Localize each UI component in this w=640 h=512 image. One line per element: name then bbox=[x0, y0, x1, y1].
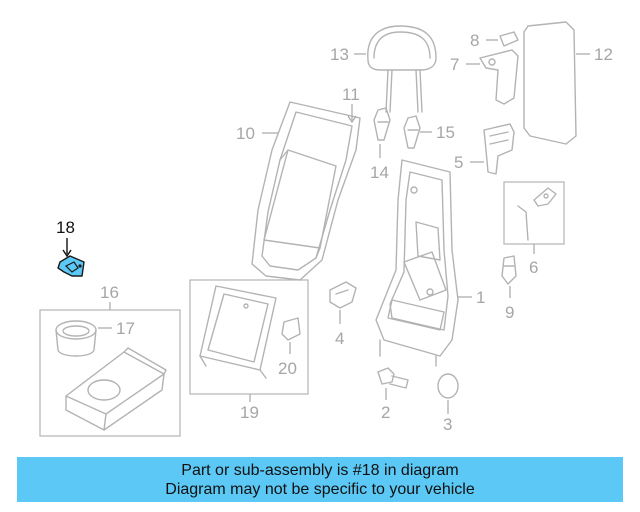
info-banner: Part or sub-assembly is #18 in diagram D… bbox=[17, 457, 623, 502]
part-17-cup-holder[interactable] bbox=[55, 320, 97, 357]
banner-line-2: Diagram may not be specific to your vehi… bbox=[165, 480, 475, 498]
callout-4: 4 bbox=[335, 329, 344, 348]
callout-14: 14 bbox=[370, 163, 389, 182]
part-19-panel[interactable] bbox=[199, 285, 277, 379]
callout-13: 13 bbox=[330, 45, 349, 64]
callout-17: 17 bbox=[116, 319, 135, 338]
callout-15: 15 bbox=[436, 123, 455, 142]
part-8-clip[interactable] bbox=[499, 31, 519, 47]
part-16-box bbox=[39, 309, 181, 437]
callout-18: 18 bbox=[56, 218, 75, 237]
part-10-seatback-cushion[interactable] bbox=[251, 101, 361, 281]
part-6-box bbox=[503, 181, 565, 245]
part-3-washer[interactable] bbox=[437, 373, 459, 399]
part-1-seatback-frame[interactable] bbox=[375, 159, 459, 367]
callout-20: 20 bbox=[278, 359, 297, 378]
callout-19: 19 bbox=[240, 403, 259, 422]
callout-10: 10 bbox=[236, 124, 255, 143]
part-16-armrest-tray[interactable] bbox=[65, 347, 167, 431]
callout-12: 12 bbox=[594, 45, 613, 64]
callout-2: 2 bbox=[381, 403, 390, 422]
part-19-box bbox=[189, 279, 309, 395]
part-13-headrest[interactable] bbox=[367, 25, 437, 113]
part-4-cover[interactable] bbox=[329, 281, 357, 309]
part-5-latch[interactable] bbox=[483, 123, 515, 175]
part-12-back-panel[interactable] bbox=[523, 21, 577, 145]
part-6-release-cable[interactable] bbox=[517, 187, 557, 241]
callout-3: 3 bbox=[443, 415, 452, 434]
part-14-guide[interactable] bbox=[373, 107, 391, 141]
callout-11: 11 bbox=[342, 85, 360, 104]
part-20-clip[interactable] bbox=[281, 317, 301, 341]
callout-9: 9 bbox=[505, 303, 514, 322]
callout-7: 7 bbox=[450, 55, 459, 74]
part-2-bolt[interactable] bbox=[377, 367, 409, 389]
arrow-18 bbox=[62, 249, 72, 258]
callout-8: 8 bbox=[470, 31, 479, 50]
callout-5: 5 bbox=[454, 153, 463, 172]
callout-1: 1 bbox=[476, 288, 485, 307]
callout-16: 16 bbox=[100, 283, 119, 302]
part-15-guide[interactable] bbox=[403, 115, 421, 149]
callout-6: 6 bbox=[529, 258, 538, 277]
part-9-bolt[interactable] bbox=[501, 255, 517, 285]
part-7-bracket[interactable] bbox=[479, 49, 519, 105]
part-18-highlighted[interactable] bbox=[57, 255, 85, 277]
banner-line-1: Part or sub-assembly is #18 in diagram bbox=[181, 461, 459, 479]
